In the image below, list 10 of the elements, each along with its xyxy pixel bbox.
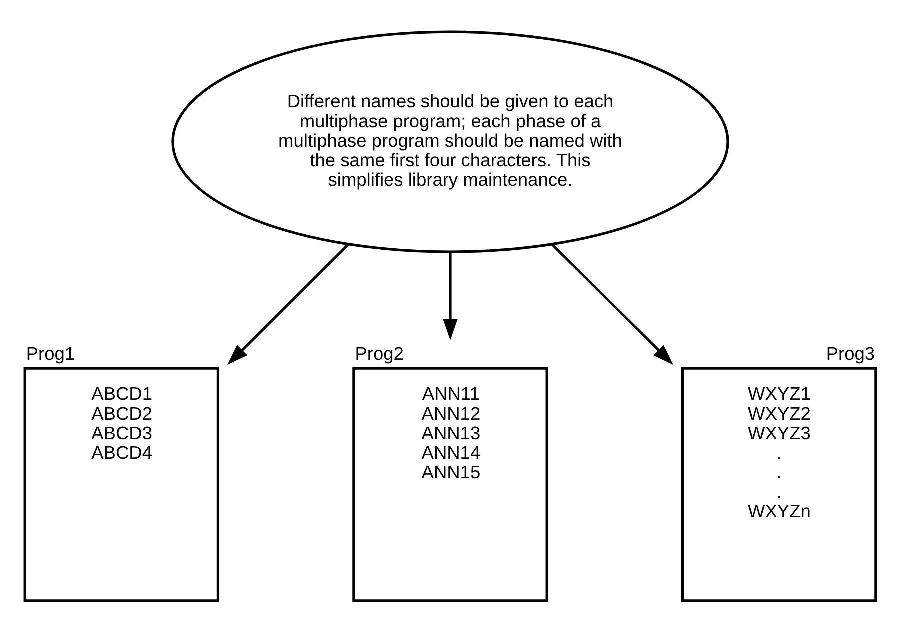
arrow (443, 252, 458, 340)
arrow (551, 244, 674, 366)
node-box: WXYZ1 WXYZ2 WXYZ3 . . . WXYZn (681, 367, 878, 602)
node-box: ANN11 ANN12 ANN13 ANN14 ANN15 (352, 367, 548, 602)
node-label: Prog3 (826, 342, 876, 364)
node-label: Prog2 (355, 342, 404, 364)
node-box: ABCD1 ABCD2 ABCD3 ABCD4 (24, 367, 220, 602)
node-ellipse: Different names should be given to each multiphase program; each phase of a multiphase program should be named with the same first four characters. This simplifies library maintenance. (172, 30, 730, 254)
arrow (228, 244, 350, 366)
node-label: Prog1 (26, 342, 76, 364)
